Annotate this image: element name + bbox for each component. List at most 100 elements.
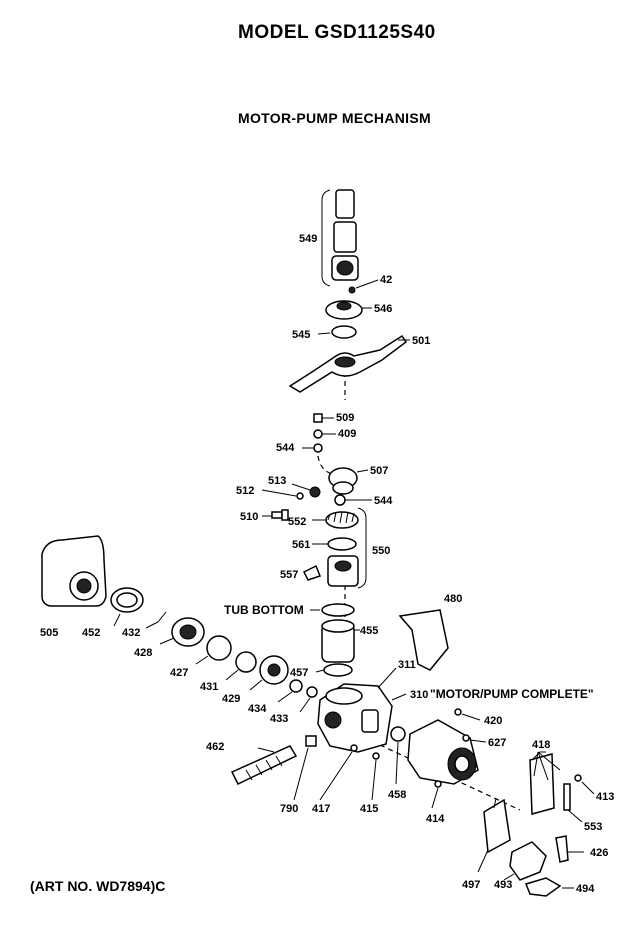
part-497-mount — [483, 797, 511, 854]
label-545: 545 — [292, 329, 310, 341]
part-509-screw — [313, 413, 323, 423]
label-557: 557 — [280, 569, 298, 581]
part-494-clip — [524, 877, 562, 897]
label-790: 790 — [280, 803, 298, 815]
part-433-bushing — [306, 686, 318, 698]
part-557-clip — [302, 564, 321, 581]
label-429: 429 — [222, 693, 240, 705]
label-310: 310 — [410, 689, 428, 701]
label-311: 311 — [398, 659, 416, 671]
part-414-screw — [434, 780, 442, 788]
part-462-drive-shaft — [230, 745, 298, 785]
part-434-nut — [289, 679, 303, 693]
part-550-pump-base — [327, 555, 359, 587]
part-42-nut — [348, 286, 356, 294]
part-427-ring — [206, 635, 232, 661]
part-480-duct — [398, 609, 449, 671]
label-426: 426 — [590, 847, 608, 859]
part-512-washer — [296, 492, 304, 500]
part-513-gear — [309, 486, 321, 498]
part-505-heater-cover — [41, 535, 107, 607]
part-627-clip — [462, 734, 470, 742]
label-493: 493 — [494, 879, 512, 891]
label-414: 414 — [426, 813, 445, 825]
part-493-grommet — [509, 841, 547, 881]
label-497: 497 — [462, 879, 480, 891]
label-544-upper: 544 — [276, 442, 295, 454]
part-544-seal-lower — [334, 494, 346, 506]
part-550-bracket — [357, 507, 367, 589]
part-561-ring — [327, 537, 357, 551]
part-501-spray-arm — [288, 334, 408, 393]
label-480: 480 — [444, 593, 462, 605]
tub-bottom-gasket — [321, 603, 355, 617]
part-458-seal — [390, 726, 406, 742]
part-553-pin — [563, 783, 571, 811]
label-552: 552 — [288, 516, 306, 528]
label-549: 549 — [299, 233, 317, 245]
label-457: 457 — [290, 667, 308, 679]
part-510-screw — [271, 509, 289, 521]
label-507: 507 — [370, 465, 388, 477]
label-434: 434 — [248, 703, 267, 715]
part-507-hub — [328, 467, 358, 495]
label-627: 627 — [488, 737, 506, 749]
label-42: 42 — [380, 274, 392, 286]
label-544-lower: 544 — [374, 495, 393, 507]
part-549-tube — [321, 189, 359, 287]
part-409-washer — [313, 429, 323, 439]
label-428: 428 — [134, 647, 152, 659]
label-513: 513 — [268, 475, 286, 487]
label-509: 509 — [336, 412, 354, 424]
part-420-screw — [454, 708, 462, 716]
part-413-screw — [574, 774, 582, 782]
label-415: 415 — [360, 803, 378, 815]
label-431: 431 — [200, 681, 218, 693]
label-546: 546 — [374, 303, 392, 315]
label-458: 458 — [388, 789, 406, 801]
part-552-filter — [325, 511, 359, 529]
part-418-bracket — [529, 751, 555, 815]
label-417: 417 — [312, 803, 330, 815]
part-311-pump-body — [317, 683, 393, 753]
part-310-motor — [407, 719, 479, 785]
label-432: 432 — [122, 627, 140, 639]
label-505: 505 — [40, 627, 58, 639]
tub-bottom-label: TUB BOTTOM — [224, 603, 304, 617]
part-431-seal — [235, 651, 257, 673]
part-457-gasket — [323, 663, 353, 677]
part-544-seal-upper — [313, 443, 323, 453]
part-546-cap — [325, 300, 363, 320]
label-462: 462 — [206, 741, 224, 753]
label-501: 501 — [412, 335, 430, 347]
part-452-clamp — [110, 587, 144, 613]
label-494: 494 — [576, 883, 595, 895]
label-413: 413 — [596, 791, 614, 803]
label-510: 510 — [240, 511, 258, 523]
part-790-coupling — [305, 735, 317, 747]
part-426-clip — [555, 835, 569, 863]
label-433: 433 — [270, 713, 288, 725]
part-545-washer — [331, 325, 357, 339]
label-553: 553 — [584, 821, 602, 833]
label-418: 418 — [532, 739, 550, 751]
label-452: 452 — [82, 627, 100, 639]
art-number: (ART NO. WD7894)C — [30, 878, 166, 894]
label-409: 409 — [338, 428, 356, 440]
label-561: 561 — [292, 539, 310, 551]
label-512: 512 — [236, 485, 254, 497]
label-455: 455 — [360, 625, 378, 637]
part-455-impeller-housing — [321, 619, 355, 663]
part-432-wire — [145, 611, 167, 629]
part-415-screw — [372, 752, 380, 760]
motor-pump-complete-label: "MOTOR/PUMP COMPLETE" — [430, 687, 594, 701]
section-title: MOTOR-PUMP MECHANISM — [238, 110, 431, 126]
label-420: 420 — [484, 715, 502, 727]
model-title: MODEL GSD1125S40 — [238, 22, 436, 43]
axis-line-motor — [379, 744, 521, 811]
part-417-screw — [350, 744, 358, 752]
part-428-impeller — [171, 617, 205, 647]
part-429-impeller — [259, 655, 289, 685]
